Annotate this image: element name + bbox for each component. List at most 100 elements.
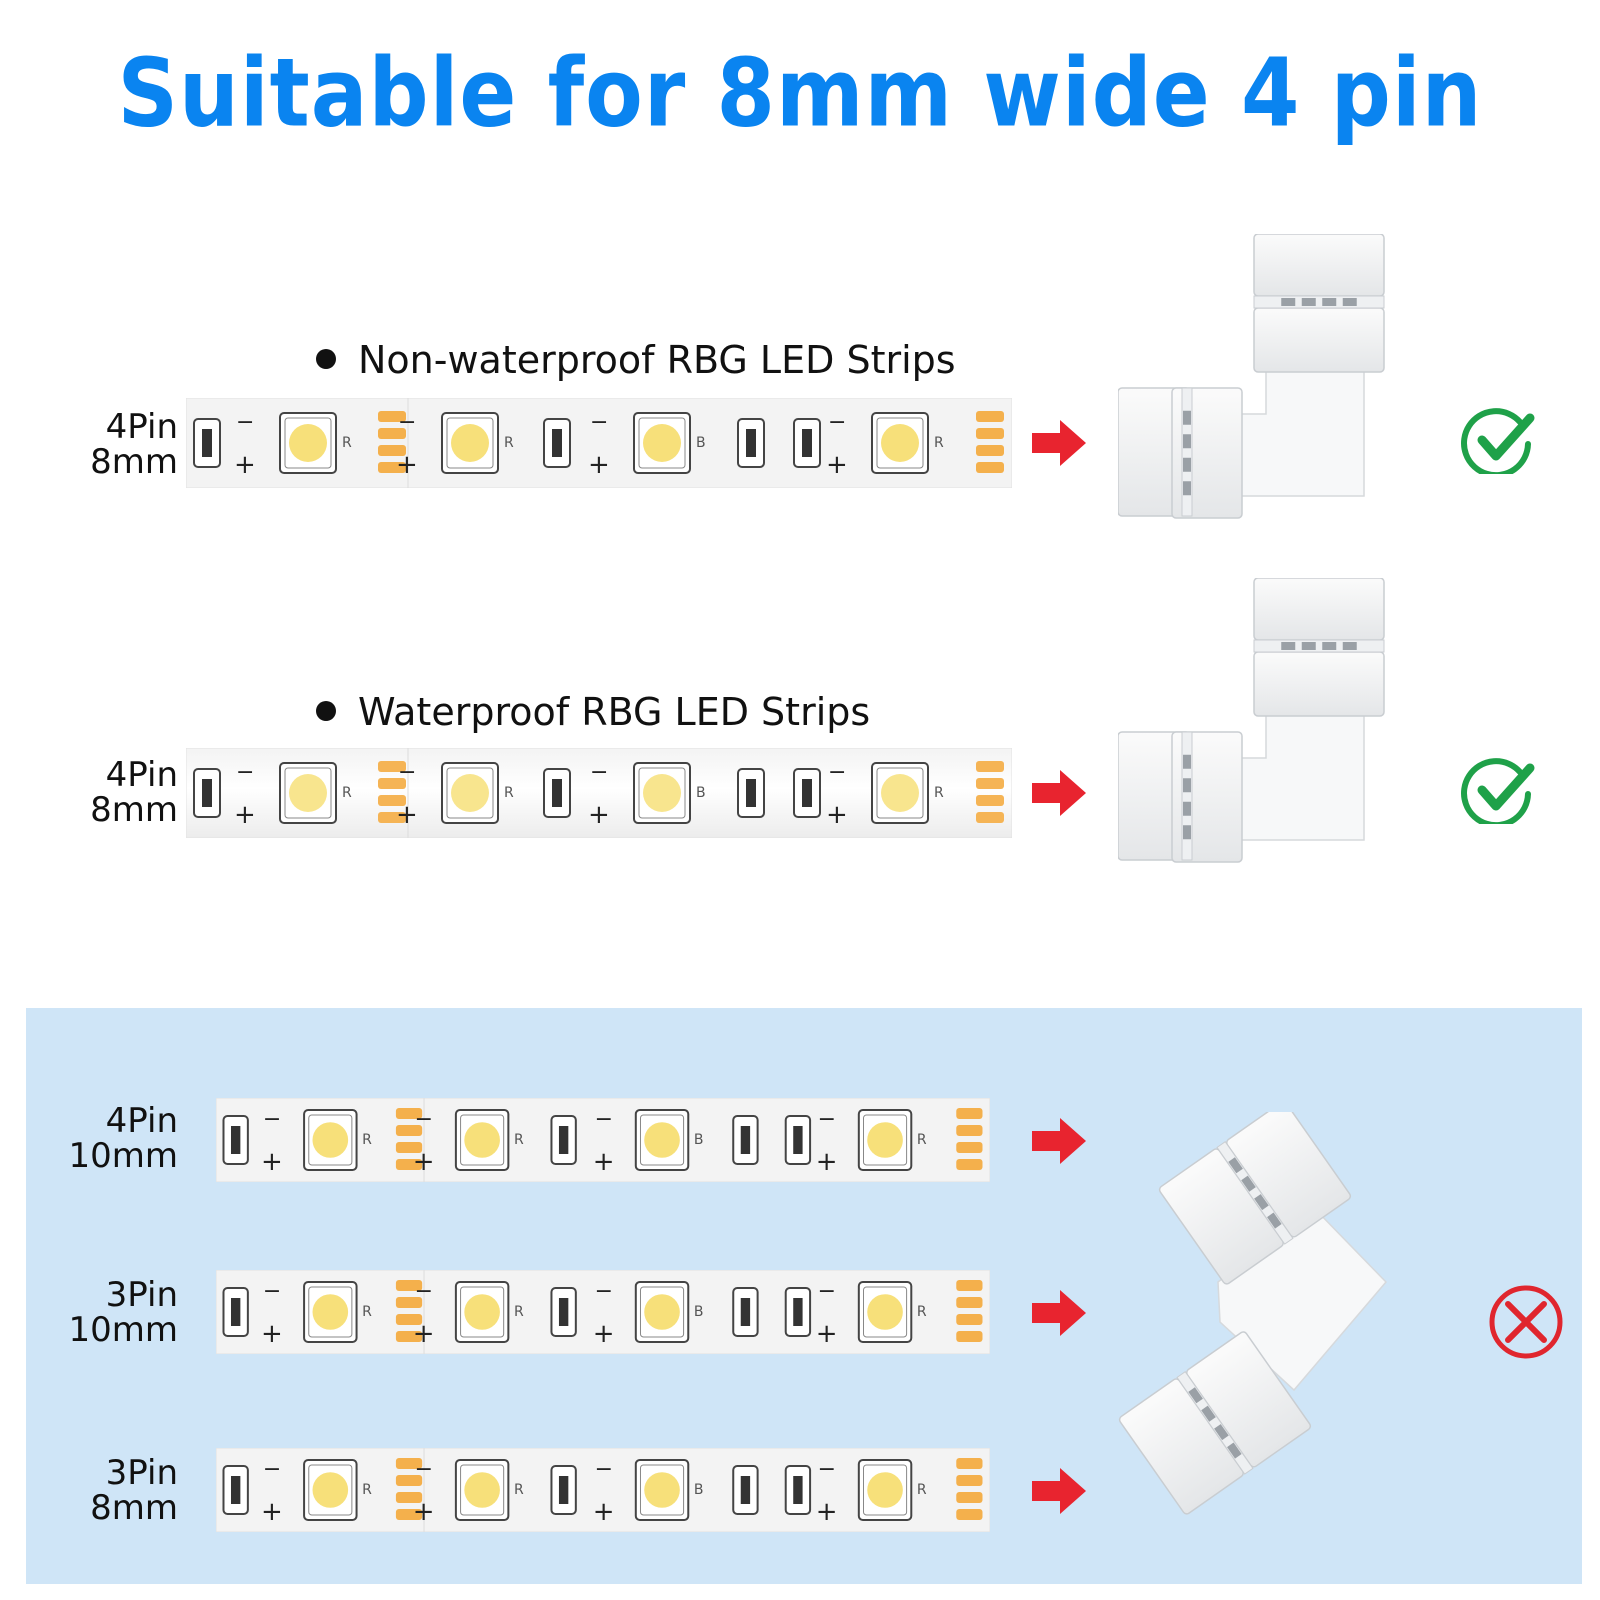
minus-sign: − [398, 410, 416, 435]
strip-width-label: 10mm [68, 1136, 178, 1176]
heading-text: Waterproof RBG LED Strips [358, 690, 871, 734]
minus-sign: − [595, 1107, 613, 1132]
led-chip: −+R [413, 1279, 524, 1349]
strip-width-label: 8mm [90, 1488, 178, 1528]
channel-letter: R [362, 1132, 372, 1148]
resistor-component [793, 418, 821, 468]
resistor-component [732, 1465, 759, 1515]
minus-sign: − [398, 760, 416, 785]
led-chip: −+R [261, 1457, 372, 1527]
resistor-component [222, 1287, 249, 1337]
plus-sign: + [413, 1497, 435, 1527]
section-heading-non-waterproof: Non-waterproof RBG LED Strips [316, 338, 956, 382]
led-chip: −+R [234, 410, 352, 480]
check-circle-icon [1461, 408, 1535, 474]
section-heading-waterproof: Waterproof RBG LED Strips [316, 690, 870, 734]
strip-width-label: 10mm [68, 1310, 178, 1350]
arrow-right-icon [1032, 1290, 1086, 1336]
plus-sign: + [413, 1319, 435, 1349]
channel-letter: B [694, 1132, 704, 1148]
resistor-component [550, 1465, 577, 1515]
resistor-component [732, 1115, 759, 1165]
copper-contacts [956, 1280, 983, 1342]
pin-count-label: 4Pin [105, 1101, 178, 1141]
pin-count-label: 3Pin [105, 1275, 178, 1315]
minus-sign: − [818, 1457, 836, 1482]
page-title: Suitable for 8mm wide 4 pin [117, 38, 1483, 148]
arrow-right-icon [1032, 770, 1086, 816]
resistor-component [550, 1115, 577, 1165]
copper-contacts [976, 761, 1004, 823]
channel-letter: R [934, 785, 944, 801]
copper-contacts [976, 411, 1004, 473]
channel-letter: R [504, 785, 514, 801]
led-strip-waterproof: −+R−+R−+B−+R [186, 748, 1012, 838]
minus-sign: − [236, 410, 254, 435]
plus-sign: + [261, 1147, 283, 1177]
arrow-right-icon [1032, 1468, 1086, 1514]
minus-sign: − [263, 1279, 281, 1304]
minus-sign: − [595, 1457, 613, 1482]
channel-letter: R [934, 435, 944, 451]
plus-sign: + [234, 800, 256, 830]
minus-sign: − [415, 1107, 433, 1132]
resistor-component [543, 768, 571, 818]
led-chip: −+R [413, 1457, 524, 1527]
led-chip: −+R [816, 1279, 927, 1349]
resistor-component [784, 1287, 812, 1337]
heading-text: Non-waterproof RBG LED Strips [358, 338, 956, 382]
arrow-right-icon [1032, 1118, 1086, 1164]
minus-sign: − [818, 1107, 836, 1132]
minus-sign: − [236, 760, 254, 785]
resistor-component [222, 1465, 249, 1515]
channel-letter: R [917, 1482, 927, 1498]
minus-sign: − [818, 1279, 836, 1304]
led-chip: −+R [396, 410, 514, 480]
minus-sign: − [828, 760, 846, 785]
strip-label-4pin-10mm: 4Pin 10mm [40, 1104, 178, 1174]
channel-letter: B [694, 1482, 704, 1498]
led-chip: − + B [593, 1457, 704, 1527]
led-chip: −+B [588, 410, 706, 480]
strip-label-3pin-8mm: 3Pin 8mm [40, 1456, 178, 1526]
resistor-component [793, 768, 821, 818]
plus-sign: + [816, 1497, 838, 1527]
minus-sign: − [595, 1279, 613, 1304]
resistor-component [784, 1465, 812, 1515]
resistor-component [737, 418, 765, 468]
led-chip: −+R [826, 410, 944, 480]
led-chip: − + R [261, 1107, 372, 1177]
channel-letter: R [504, 435, 514, 451]
channel-letter: B [696, 435, 706, 451]
plus-sign: + [234, 450, 256, 480]
copper-contacts [378, 761, 406, 823]
bullet-icon [316, 348, 336, 369]
led-chip: − + R [816, 1457, 927, 1527]
cross-circle-icon [1489, 1285, 1563, 1359]
plus-sign: + [413, 1147, 435, 1177]
l-connector-image-rotated [1118, 1112, 1388, 1515]
resistor-component [784, 1115, 812, 1165]
channel-letter: B [696, 785, 706, 801]
led-chip: −+B [593, 1279, 704, 1349]
pin-count-label: 4Pin [105, 407, 178, 447]
plus-sign: + [826, 450, 848, 480]
channel-letter: R [362, 1482, 372, 1498]
plus-sign: + [826, 800, 848, 830]
plus-sign: + [588, 450, 610, 480]
l-connector-image [1118, 234, 1385, 519]
led-chip: −+R [396, 760, 514, 830]
minus-sign: − [263, 1457, 281, 1482]
plus-sign: + [816, 1147, 838, 1177]
plus-sign: + [593, 1147, 615, 1177]
channel-letter: R [917, 1304, 927, 1320]
plus-sign: + [593, 1497, 615, 1527]
led-strip-3pin-10mm: −+R−+R−+B−+R [216, 1270, 990, 1354]
copper-contacts [956, 1458, 983, 1520]
minus-sign: − [263, 1107, 281, 1132]
l-connector-image [1118, 578, 1385, 863]
led-chip: − + R [826, 760, 944, 830]
minus-sign: − [415, 1279, 433, 1304]
led-chip: −+R [816, 1107, 927, 1177]
strip-label-3pin-10mm: 3Pin 10mm [40, 1278, 178, 1348]
